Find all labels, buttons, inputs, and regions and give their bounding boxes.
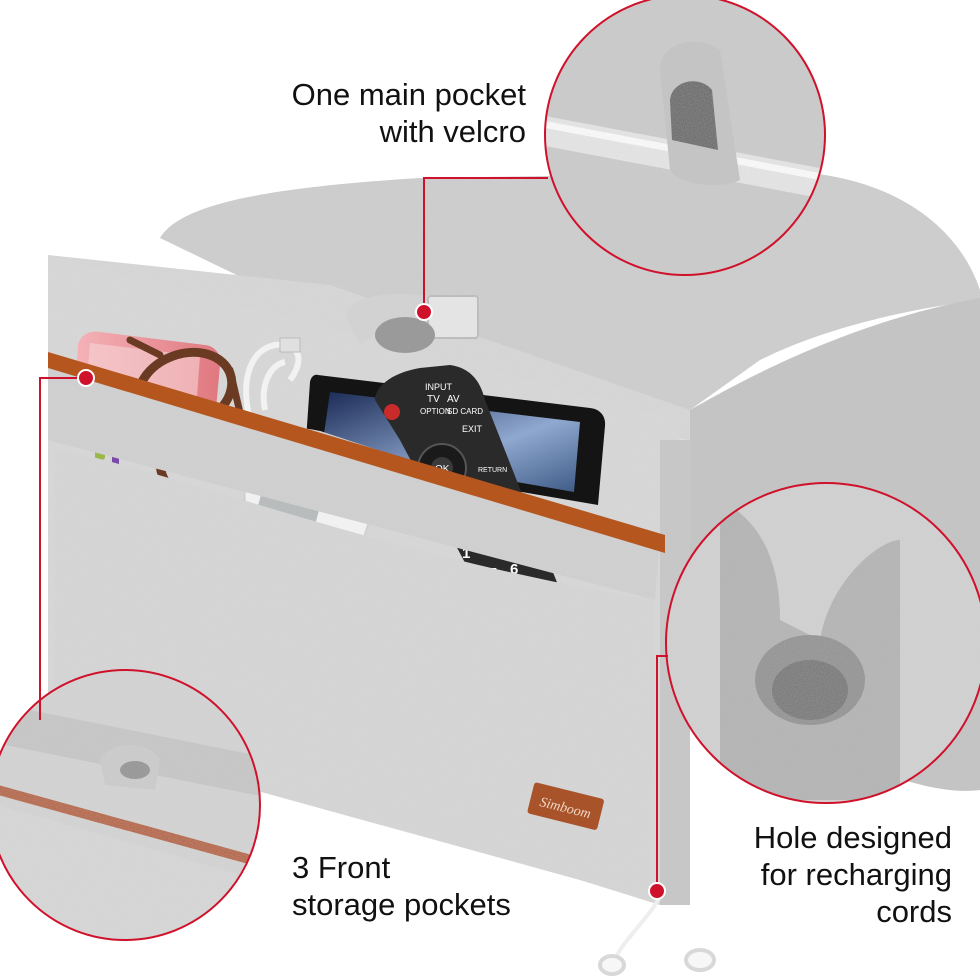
- remote-av-label: AV: [447, 394, 460, 405]
- callout-main-line-2: with velcro: [379, 114, 526, 149]
- brand-label: Simboom: [527, 782, 604, 830]
- remote-return-label: RETURN: [478, 467, 507, 474]
- front-pocket-lower: [55, 448, 655, 900]
- velcro-tab: [345, 293, 480, 353]
- callout-line-hole: [656, 655, 668, 890]
- callout-hole-line-1: Hole designed: [753, 820, 952, 855]
- leather-trim: [48, 352, 665, 553]
- front-pocket-upper: [48, 360, 660, 600]
- remote-sdcard-label: SD CARD: [447, 407, 483, 416]
- remote-tv-label: TV: [427, 394, 440, 405]
- callout-main-line-1: One main pocket: [291, 77, 526, 112]
- earphone-cable: [598, 891, 716, 976]
- callout-dot-main: [415, 303, 433, 321]
- callout-hole-line-3: cords: [876, 894, 952, 929]
- callout-lines: [39, 177, 668, 890]
- remote-digit-1: 1: [462, 545, 470, 562]
- callout-main-pocket: One main pocket with velcro: [268, 76, 526, 150]
- callout-front-pockets: 3 Front storage pockets: [292, 849, 511, 923]
- zoom-front-pockets-detail: [0, 669, 261, 941]
- callout-hole-line-2: for recharging: [760, 857, 952, 892]
- callout-front-line-2: storage pockets: [292, 887, 511, 922]
- callout-dot-front: [77, 369, 95, 387]
- callout-front-line-1: 3 Front: [292, 850, 391, 885]
- callout-line-front: [39, 377, 84, 720]
- zoom-velcro-detail: [544, 0, 826, 276]
- remote-input-label: INPUT: [425, 382, 453, 392]
- callout-line-main: [423, 177, 548, 312]
- remote-exit-label: EXIT: [462, 424, 483, 434]
- front-pockets: [48, 360, 660, 900]
- remote-digit-6: 6: [510, 561, 518, 578]
- remote-option-label: OPTION: [420, 407, 451, 416]
- callout-dots: [77, 303, 666, 900]
- callout-dot-hole: [648, 882, 666, 900]
- callout-cord-hole: Hole designed for recharging cords: [700, 819, 952, 930]
- charging-cable: [243, 337, 302, 421]
- zoom-cord-hole-detail: [665, 482, 980, 804]
